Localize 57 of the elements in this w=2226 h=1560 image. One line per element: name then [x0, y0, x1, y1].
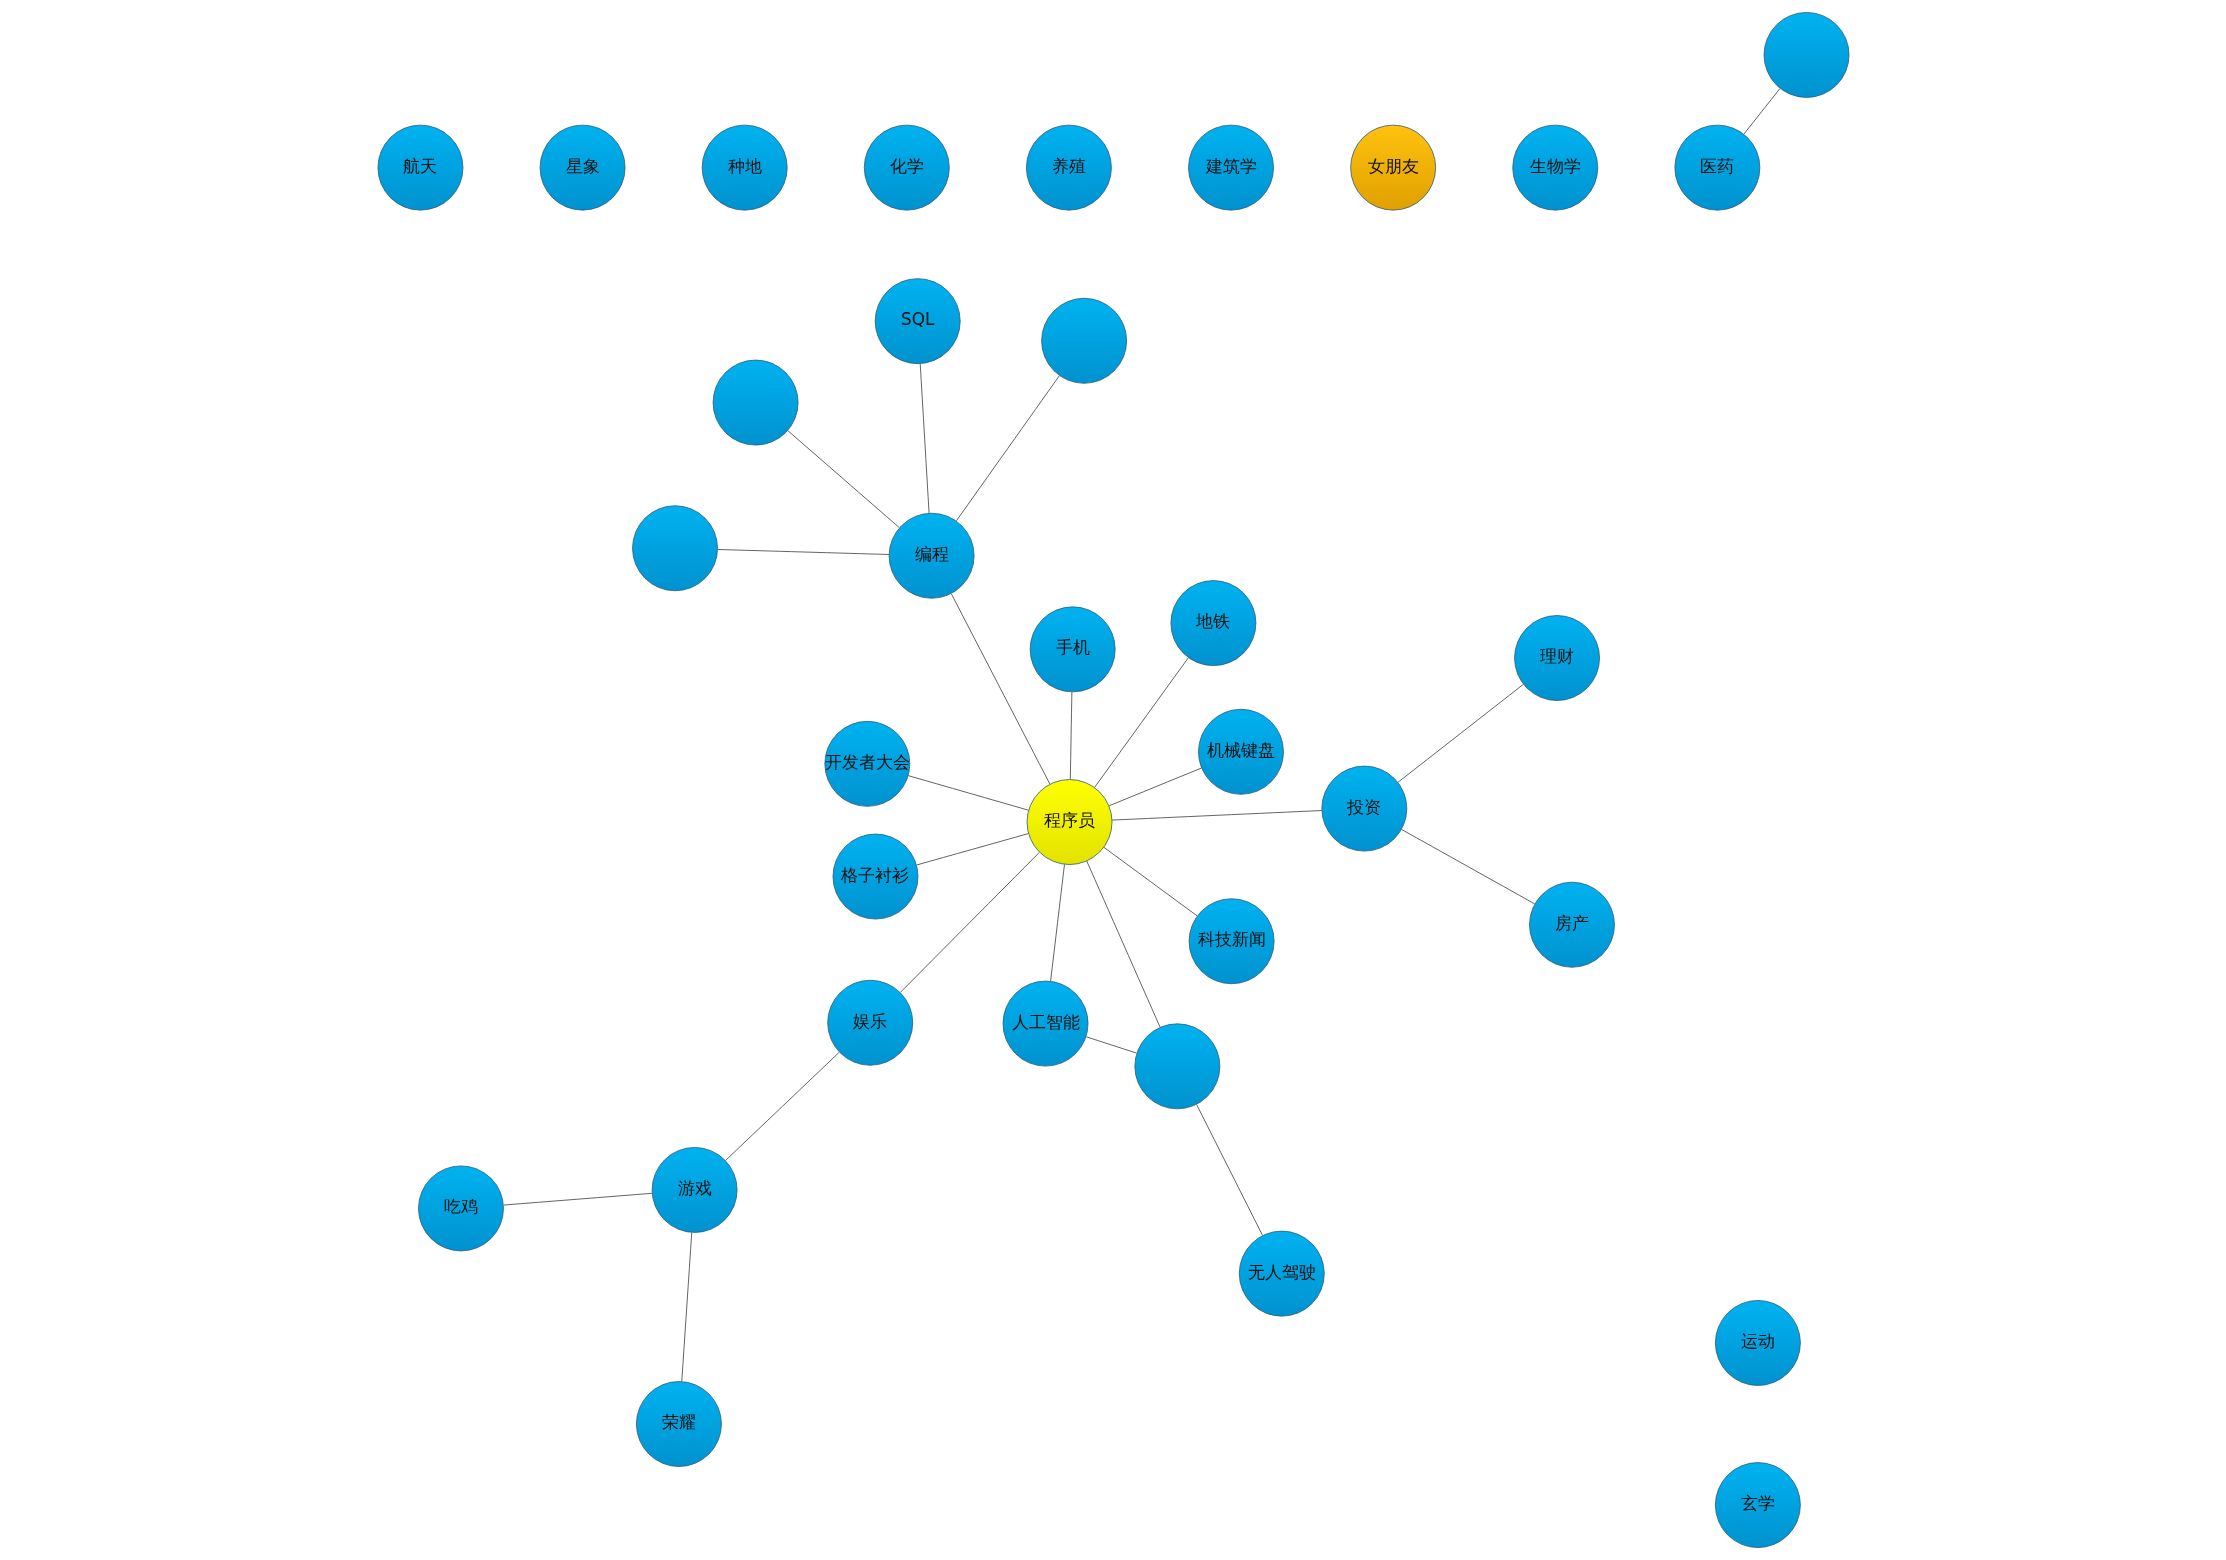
node-circle: 开发者大会: [823, 720, 910, 807]
node-circle: 游戏: [651, 1147, 737, 1233]
node-circle: 吃鸡: [417, 1165, 504, 1252]
connector: [1049, 863, 1065, 982]
node-circle: 程序员: [1026, 779, 1112, 865]
connector: [1085, 860, 1160, 1028]
connector: [919, 363, 930, 514]
connector: [1743, 88, 1780, 135]
connector: [1396, 683, 1524, 783]
node-circle: 运动: [1714, 1300, 1801, 1386]
connector: [955, 375, 1060, 522]
connector: [786, 430, 900, 529]
connector: [1111, 810, 1322, 821]
connector: [1400, 828, 1535, 905]
connector: [680, 1232, 692, 1382]
node-circle: 荣耀: [635, 1381, 722, 1467]
connector: [915, 833, 1029, 866]
connector: [724, 1051, 840, 1161]
node-circle: 建筑学: [1187, 124, 1274, 211]
connector: [1093, 657, 1189, 788]
connector: [1069, 691, 1072, 780]
node-circle: 格子衬衫: [832, 833, 918, 920]
connector: [1108, 767, 1202, 807]
connector: [502, 1192, 652, 1206]
connector: [716, 549, 889, 555]
node-circle: 种地: [701, 124, 788, 211]
node-circle: 机械键盘: [1197, 708, 1284, 795]
node-circle: 房产: [1528, 881, 1615, 968]
node-circle: 科技新闻: [1188, 898, 1274, 985]
node-circle: SQL: [874, 278, 961, 365]
node-circle: 手机: [1029, 606, 1116, 693]
connector: [1195, 1103, 1263, 1236]
node-circle: [1763, 12, 1849, 98]
node-circle: 地铁: [1170, 580, 1256, 666]
connector: [1102, 846, 1198, 917]
connector: [899, 852, 1040, 993]
node-circle: 生物学: [1511, 124, 1598, 211]
node-circle: 投资: [1320, 765, 1407, 852]
node-circle: [1040, 297, 1127, 384]
node-circle: 娱乐: [826, 979, 913, 1066]
node-circle: 医药: [1673, 124, 1760, 211]
node-circle: 玄学: [1714, 1462, 1801, 1548]
node-circle: [631, 505, 718, 592]
node-circle: 人工智能: [1002, 980, 1088, 1067]
node-circle: 理财: [1513, 615, 1600, 701]
connector: [1085, 1036, 1137, 1054]
node-circle: 无人驾驶: [1238, 1230, 1325, 1317]
node-circle: 养殖: [1025, 124, 1112, 211]
node-circle: 编程: [888, 512, 974, 599]
node-circle: 航天: [377, 124, 463, 211]
node-circle: 星象: [539, 124, 625, 211]
connector: [907, 775, 1029, 811]
node-circle: [712, 359, 798, 446]
node-circle: [1133, 1023, 1220, 1110]
node-circle: 化学: [863, 124, 950, 211]
connector: [950, 593, 1050, 785]
node-circle: 女朋友: [1349, 124, 1436, 211]
